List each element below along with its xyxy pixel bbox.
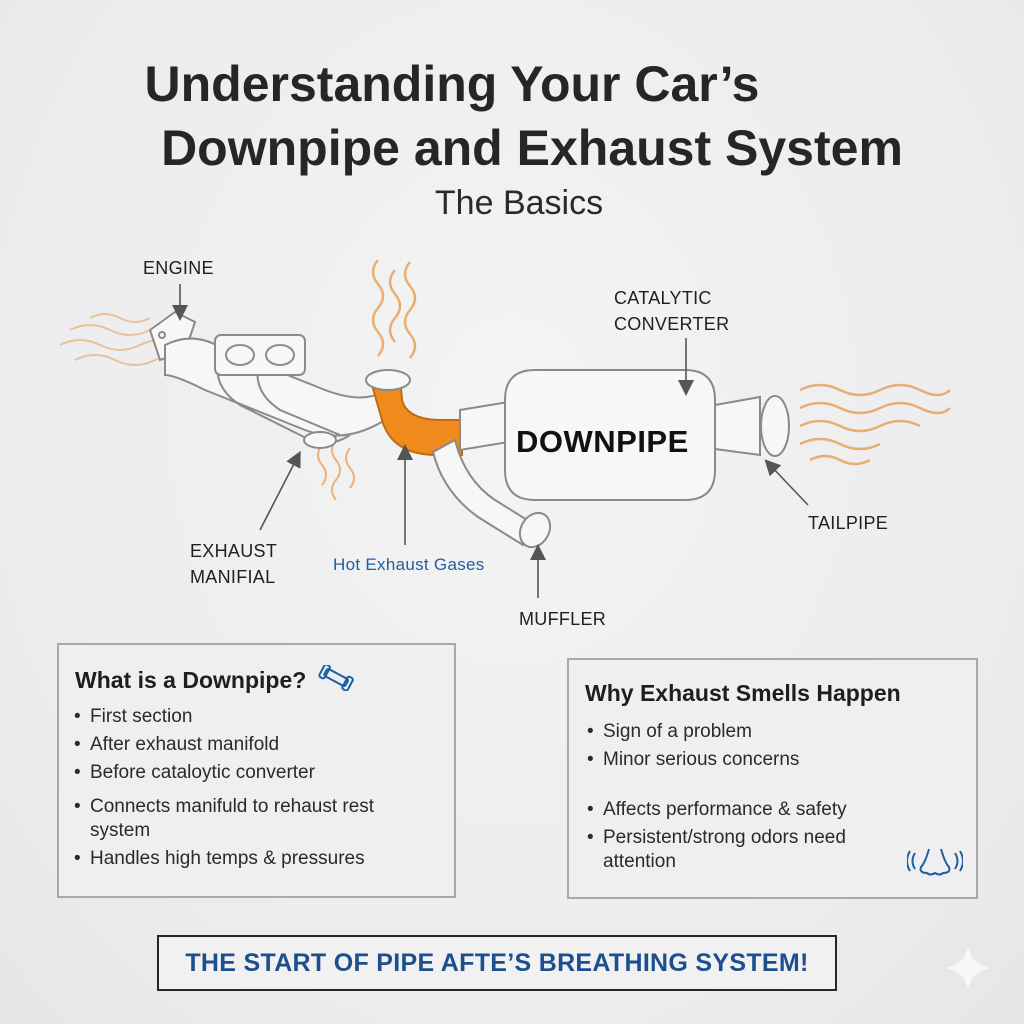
- bottom-banner: THE START OF PIPE AFTE’S BREATHING SYSTE…: [157, 935, 837, 991]
- label-tailpipe: TAILPIPE: [808, 513, 889, 533]
- downpipe-info-card: What is a Downpipe? First section After …: [57, 643, 456, 898]
- downpipe-highlight: [365, 369, 463, 456]
- catalytic-converter: [504, 369, 790, 501]
- sparkle-icon: [946, 946, 990, 990]
- left-card-heading: What is a Downpipe?: [75, 667, 307, 693]
- left-card-header: What is a Downpipe?: [75, 663, 356, 696]
- wrench-pipe-icon: [318, 663, 356, 696]
- label-engine: ENGINE: [143, 258, 214, 278]
- label-exhaust-line2: MANIFIAL: [190, 567, 276, 587]
- exhaust-smell-card: Why Exhaust Smells Happen Sign of a prob…: [567, 658, 978, 899]
- list-item: Handles high temps & pressures: [74, 847, 444, 871]
- label-exhaust-line1: EXHAUST: [190, 541, 278, 561]
- label-catalytic: CATALYTIC CONVERTER: [614, 285, 729, 337]
- page-subtitle: The Basics: [434, 184, 604, 222]
- right-card-list: Sign of a problem Minor serious concerns…: [587, 720, 887, 874]
- downpipe-label: DOWNPIPE: [516, 424, 689, 459]
- heat-waves-right: [799, 383, 951, 466]
- title-line-1: Understanding Your Car’s: [144, 56, 760, 112]
- list-item: Before cataloytic converter: [74, 761, 444, 785]
- left-card-list: First section After exhaust manifold Bef…: [74, 705, 444, 871]
- nose-smell-icon: [906, 843, 964, 886]
- list-item: Persistent/strong odors need attention: [587, 826, 887, 874]
- list-item: Minor serious concerns: [587, 748, 887, 772]
- label-muffler: MUFFLER: [519, 609, 607, 629]
- list-item: After exhaust manifold: [74, 733, 444, 757]
- exhaust-diagram: [59, 259, 951, 598]
- list-item: Connects manifuld to rehaust rest system: [74, 795, 410, 843]
- heat-waves-top: [371, 259, 417, 359]
- heat-waves-bottom: [317, 439, 355, 501]
- label-catalytic-line2: CONVERTER: [614, 314, 730, 334]
- label-exhaust-manifold: EXHAUST MANIFIAL: [190, 538, 277, 590]
- label-hot-gases: Hot Exhaust Gases: [333, 555, 485, 574]
- label-catalytic-line1: CATALYTIC: [614, 288, 712, 308]
- right-card-heading: Why Exhaust Smells Happen: [585, 680, 901, 706]
- label-arrows: [172, 284, 809, 598]
- page-title: Understanding Your Car’s Downpipe and Ex…: [0, 52, 1024, 180]
- title-line-2: Downpipe and Exhaust System: [161, 120, 903, 176]
- list-item: Sign of a problem: [587, 720, 887, 744]
- list-item: Affects performance & safety: [587, 798, 887, 822]
- exhaust-manifold: [164, 334, 386, 449]
- list-item: First section: [74, 705, 444, 729]
